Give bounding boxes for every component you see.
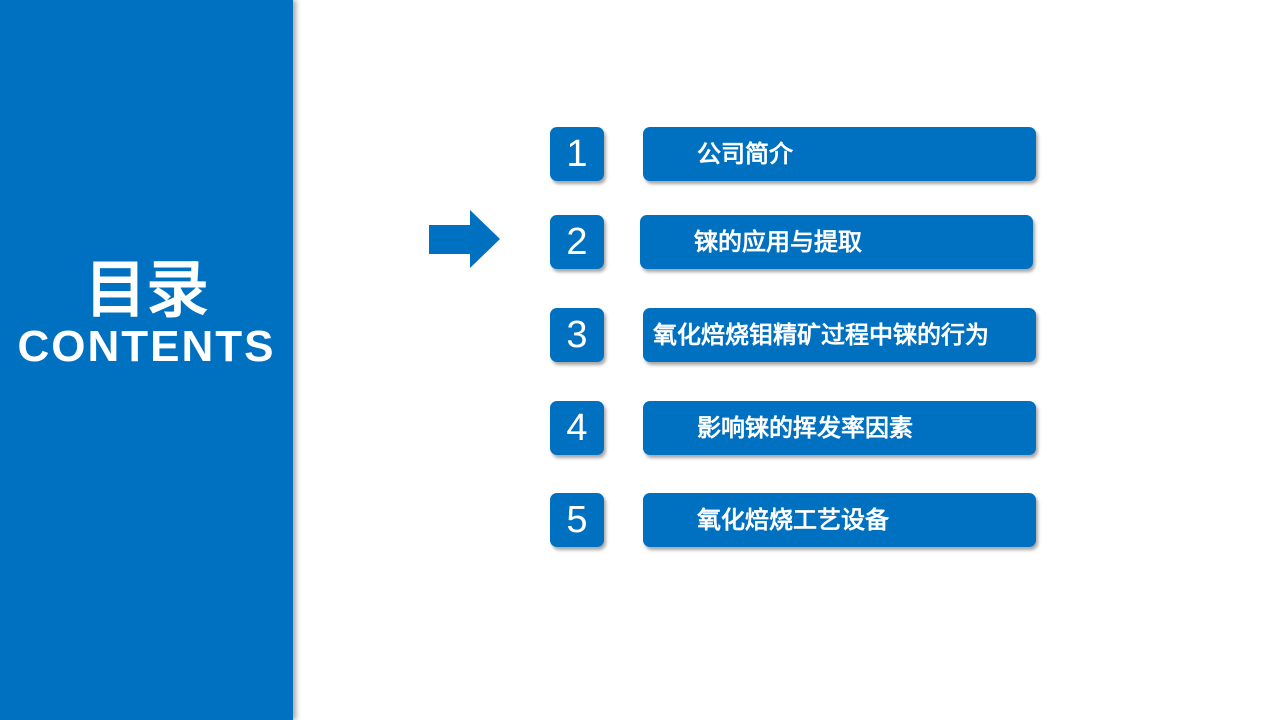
page-title: 目录 — [84, 253, 209, 326]
page-subtitle: CONTENTS — [17, 322, 276, 371]
item-number-4: 4 — [550, 401, 604, 455]
toc-item-4[interactable]: 影响铼的挥发率因素 — [643, 401, 1036, 455]
toc-item-5[interactable]: 氧化焙烧工艺设备 — [643, 493, 1036, 547]
item-number-2: 2 — [550, 215, 604, 269]
current-item-arrow-icon — [429, 210, 500, 268]
item-number-5: 5 — [550, 493, 604, 547]
toc-item-2[interactable]: 铼的应用与提取 — [640, 215, 1033, 269]
item-number-1: 1 — [550, 127, 604, 181]
item-number-3: 3 — [550, 308, 604, 362]
toc-item-1[interactable]: 公司简介 — [643, 127, 1036, 181]
sidebar-panel: 目录 CONTENTS — [0, 0, 293, 720]
toc-item-3[interactable]: 氧化焙烧钼精矿过程中铼的行为 — [643, 308, 1036, 362]
